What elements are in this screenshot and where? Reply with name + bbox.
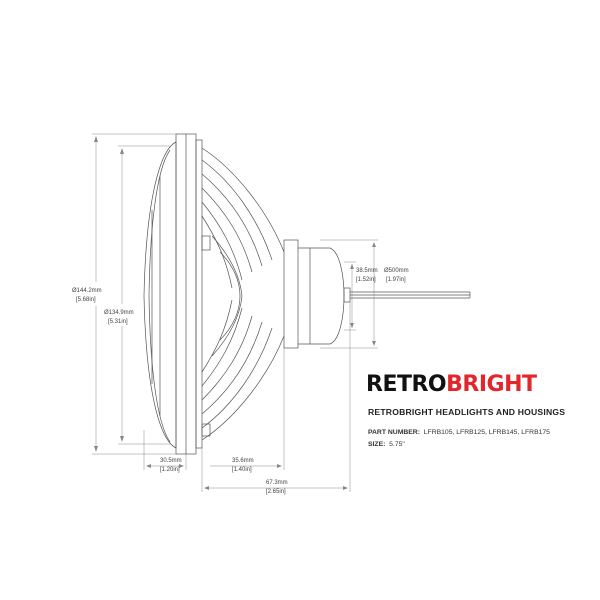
retrobright-logo: RETROBRIGHT [366, 372, 537, 397]
connector-diameter-in: [1.97in] [386, 277, 406, 283]
total-depth-mm: 67.3mm [266, 480, 288, 486]
logo-part-bright: BRIGHT [446, 372, 537, 397]
lens-diameter-mm: Ø134.9mm [104, 310, 134, 316]
connector-length-in: [1.52in] [356, 277, 376, 283]
size-value: 5.75" [389, 441, 405, 448]
part-number-value: LFRB105, LFRB125, LFRB145, LFRB175 [423, 429, 550, 436]
housing-depth-in: [1.40in] [232, 467, 252, 473]
size-row: SIZE: 5.75" [368, 441, 405, 448]
part-number-row: PART NUMBER: LFRB105, LFRB125, LFRB145, … [368, 429, 550, 436]
lens-depth-in: [1.20in] [160, 467, 180, 473]
lens-depth-mm: 30.5mm [160, 458, 182, 464]
housing-depth-mm: 35.6mm [232, 458, 254, 464]
outer-diameter-in: [5.68in] [76, 297, 96, 303]
lens-outline [143, 141, 177, 449]
wire-leads [350, 291, 471, 299]
total-depth-in: [2.65in] [266, 489, 286, 495]
size-label: SIZE: [368, 441, 386, 448]
housing-fins [201, 147, 285, 441]
product-title: RETROBRIGHT HEADLIGHTS AND HOUSINGS [368, 407, 566, 417]
connector-diameter-mm: Ø500mm [384, 268, 409, 274]
connector-length-mm: 38.5mm [356, 268, 378, 274]
outer-diameter-mm: Ø144.2mm [72, 288, 102, 294]
lens-diameter-in: [5.31in] [108, 319, 128, 325]
rear-driver [283, 239, 299, 349]
logo-part-retro: RETRO [366, 372, 447, 397]
lens-inner-edge [148, 149, 171, 443]
part-number-label: PART NUMBER: [368, 429, 420, 436]
